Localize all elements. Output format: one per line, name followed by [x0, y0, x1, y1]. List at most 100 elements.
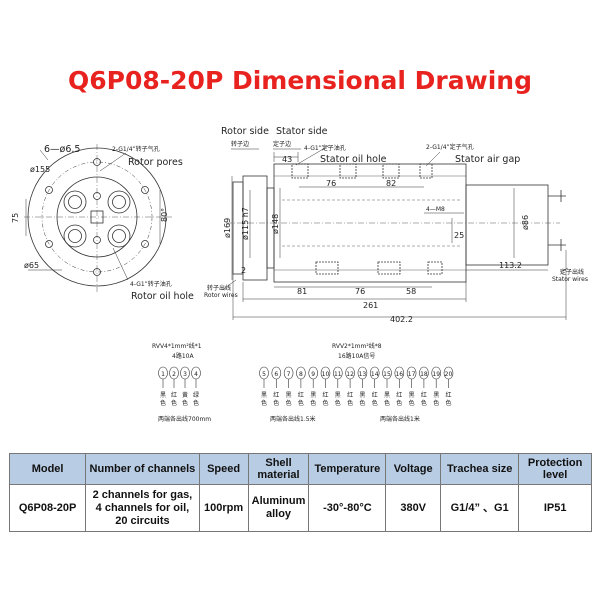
- dim-2: 2: [241, 266, 246, 275]
- wire-number: 1: [161, 371, 165, 378]
- stator-port-top: [291, 163, 309, 179]
- wire-number: 2: [172, 371, 176, 378]
- wire-number: 12: [346, 371, 354, 378]
- wire-color-label: 色: [409, 399, 415, 407]
- front-gas-port-cn: 2-G1/4”转子气孔: [112, 145, 160, 153]
- dim-402: 402.2: [390, 315, 413, 324]
- wiring-left-footer: 两端各出线700mm: [158, 415, 211, 423]
- stator-port-bottom: [427, 261, 443, 275]
- wiring-right-group: 5黑色6红色7黑色8红色9黑色10红色11黑色12红色13黑色14红色15黑色1…: [259, 366, 454, 407]
- wiring-right-header2: 16路10A信号: [338, 352, 375, 360]
- wire-color-label: 红: [171, 391, 177, 399]
- spec-header-cell: Model: [8, 453, 87, 485]
- wire-color-label: 红: [421, 391, 427, 399]
- dim-76-top: 76: [326, 179, 336, 188]
- wiring-right-footer2: 两端各出线1米: [380, 415, 420, 423]
- rotor-oil-port: [107, 224, 131, 248]
- wire-color-label: 黑: [286, 392, 292, 399]
- front-gas-port-en: Rotor pores: [128, 157, 183, 168]
- wire-color-label: 绿: [193, 391, 199, 399]
- front-dia-155: ø155: [30, 165, 50, 174]
- spec-cell: G1/4” 、G1: [440, 484, 520, 532]
- wire-color-label: 色: [396, 399, 402, 407]
- spec-header-cell: Voltage: [385, 453, 442, 485]
- bolt-hole: [45, 240, 53, 248]
- dim-113: 113.2: [499, 261, 522, 270]
- wire-number: 6: [274, 371, 278, 378]
- label-rotor-side: Rotor side: [221, 126, 269, 137]
- page-title: Q6P08-20P Dimensional Drawing: [68, 66, 532, 95]
- front-oil-port-cn: 4-G1”转子油孔: [130, 280, 172, 288]
- spec-header-cell: Protection level: [518, 453, 592, 485]
- wire-number: 10: [322, 371, 330, 378]
- spec-header-cell: Speed: [198, 453, 249, 485]
- stator-port-bottom: [315, 261, 339, 275]
- front-oil-port-en: Rotor oil hole: [131, 291, 194, 302]
- wire-color-label: 红: [372, 391, 378, 399]
- front-bolt-circle: [41, 161, 153, 273]
- wire-number: 11: [334, 371, 342, 378]
- wire-number: 19: [432, 371, 440, 378]
- stator-oil-port-cn: 4-G1”定子油孔: [304, 144, 346, 152]
- rotor-oil-port: [63, 190, 87, 214]
- bolt-hole: [93, 268, 101, 276]
- bolt-hole: [141, 186, 149, 194]
- spec-cell: 2 channels for gas, 4 channels for oil, …: [85, 484, 200, 532]
- wire-color-label: 红: [273, 391, 279, 399]
- dim-43: 43: [282, 155, 292, 164]
- wire-color-label: 色: [171, 399, 177, 407]
- dim-dia-148: ø148: [271, 214, 280, 234]
- wire-color-label: 红: [445, 391, 451, 399]
- label-stator-side-cn: 定子边: [273, 140, 291, 148]
- wire-color-label: 色: [160, 399, 166, 407]
- stator-gas-port-en: Stator air gap: [455, 154, 520, 165]
- front-dim-75: 75: [11, 213, 20, 223]
- rotor-gas-pore: [93, 192, 101, 200]
- wire-number: 4: [194, 371, 198, 378]
- wire-number: 17: [408, 371, 416, 378]
- bolt-hole: [45, 186, 53, 194]
- dim-261: 261: [363, 301, 378, 310]
- wire-color-label: 色: [359, 399, 365, 407]
- rotor-wire-en: Rotor wires: [204, 292, 238, 299]
- spec-cell: 380V: [385, 484, 442, 532]
- wire-number: 8: [299, 371, 303, 378]
- wire-color-label: 红: [322, 391, 328, 399]
- dim-58: 58: [406, 287, 416, 296]
- wire-color-label: 色: [261, 399, 267, 407]
- wire-color-label: 色: [372, 399, 378, 407]
- stator-oil-port-en: Stator oil hole: [320, 154, 387, 165]
- wiring-right-header1: RVV2*1mm²线*8: [332, 342, 382, 350]
- dim-25: 25: [454, 231, 464, 240]
- wire-color-label: 黑: [359, 392, 365, 399]
- wire-number: 7: [287, 371, 291, 378]
- wire-color-label: 黑: [433, 392, 439, 399]
- wire-color-label: 色: [273, 399, 279, 407]
- center-square: [90, 210, 104, 224]
- spec-header-cell: Trachea size: [440, 453, 520, 485]
- dim-81: 81: [297, 287, 307, 296]
- wire-color-label: 红: [396, 391, 402, 399]
- stator-port-top: [339, 163, 357, 179]
- bolt-hole: [93, 158, 101, 166]
- wire-color-label: 色: [286, 399, 292, 407]
- wire-number: 15: [383, 371, 391, 378]
- label-stator-side: Stator side: [276, 126, 328, 137]
- wire-color-label: 黑: [409, 392, 415, 399]
- front-dim-80: 80°: [160, 208, 169, 222]
- front-dia-65: ø65: [24, 261, 39, 270]
- spec-cell: -30°-80°C: [308, 484, 387, 532]
- dim-dia-115: ø115 h7: [241, 207, 250, 240]
- wire-color-label: 黑: [335, 392, 341, 399]
- wire-number: 16: [395, 371, 403, 378]
- stator-wire-cn: 定子出线: [560, 268, 584, 276]
- rotor-oil-port: [63, 224, 87, 248]
- rotor-oil-port: [107, 190, 131, 214]
- spec-header-cell: Number of channels: [85, 453, 200, 485]
- spec-cell: Aluminum alloy: [247, 484, 310, 532]
- spec-header-cell: Shell material: [247, 453, 310, 485]
- wire-color-label: 红: [347, 391, 353, 399]
- wire-number: 9: [311, 371, 315, 378]
- dim-76-bottom: 76: [355, 287, 365, 296]
